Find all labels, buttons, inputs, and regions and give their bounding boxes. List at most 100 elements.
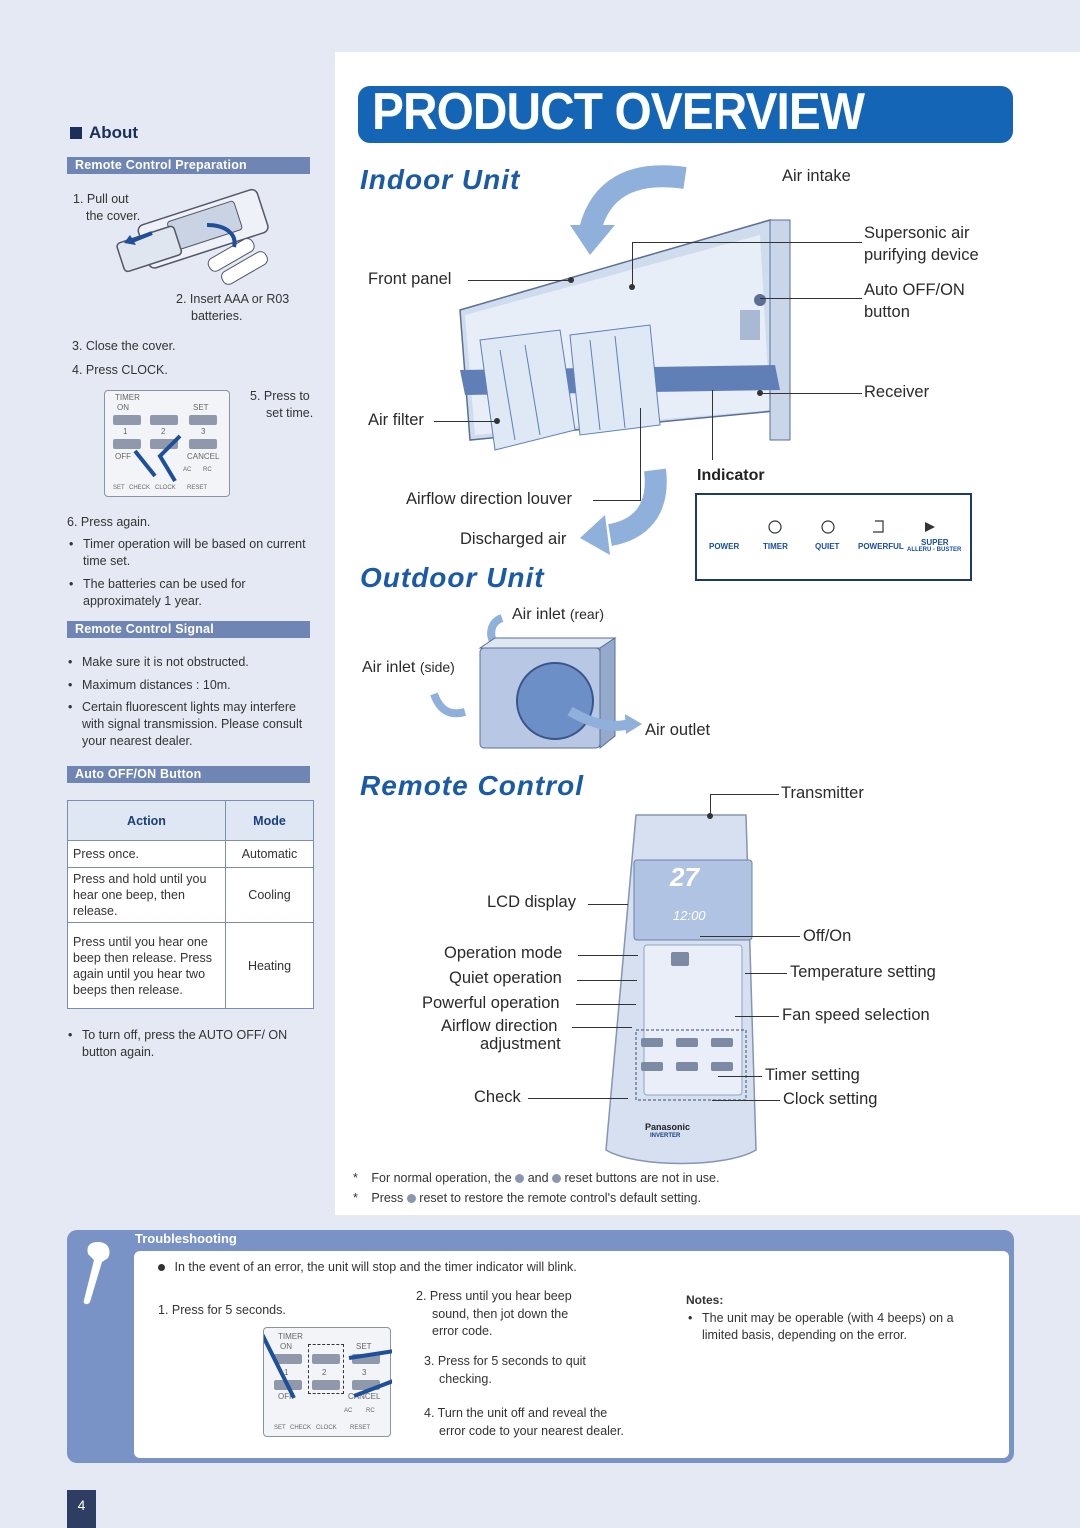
indicator-super: SUPER (921, 538, 949, 547)
remote-title: Remote Control (360, 770, 584, 801)
remote-keypad-illustration: TIMER ON SET 1 2 3 OFF CANCEL AC RC SET … (104, 390, 230, 497)
table-cell-action: Press once. (67, 840, 226, 868)
airflow-label: Airflow direction (441, 1017, 558, 1035)
prep-note2: The batteries can be used for approximat… (69, 576, 313, 610)
signal-note1: Make sure it is not obstructed. (68, 654, 312, 671)
signal-note3: Certain fluorescent lights may interfere… (68, 699, 314, 750)
powerful-label: Powerful operation (422, 994, 560, 1012)
transmitter-leader (710, 794, 711, 816)
trouble-step1: 1. Press for 5 seconds. (158, 1303, 286, 1317)
lcd-display-label: LCD display (487, 893, 576, 911)
indicator-panel (695, 493, 972, 581)
trouble-keypad-on: ON (280, 1342, 292, 1351)
keypad-on-label: ON (117, 403, 129, 412)
trouble-notes-heading: Notes: (686, 1293, 724, 1307)
trouble-keypad-set: SET (356, 1342, 372, 1351)
prep-step5a: 5. Press to (250, 389, 310, 403)
trouble-note: The unit may be operable (with 4 beeps) … (688, 1310, 992, 1344)
rc-button-icon (406, 1194, 416, 1204)
keypad-1: 1 (123, 427, 128, 436)
temp-leader (745, 973, 787, 974)
fan-speed-label: Fan speed selection (782, 1006, 930, 1024)
auto-button-label-2: button (864, 303, 910, 321)
auto-heading: Auto OFF/ON Button (67, 766, 310, 783)
table-cell-mode: Automatic (225, 840, 314, 868)
discharged-label: Discharged air (460, 530, 567, 548)
supersonic-label-2: purifying device (864, 246, 979, 264)
keypad-set-bottom: SET (113, 485, 125, 491)
signal-heading: Remote Control Signal (67, 621, 310, 638)
temperature-label: Temperature setting (790, 963, 936, 981)
trouble-keypad-clock: CLOCK (316, 1425, 337, 1431)
prep-note1: Timer operation will be based on current… (69, 536, 313, 570)
table-row: Press until you hear one beep then relea… (67, 922, 314, 1009)
lcd-leader (588, 904, 628, 905)
trouble-keypad-setb: SET (274, 1425, 286, 1431)
trouble-step4a: 4. Turn the unit off and reveal the (424, 1406, 608, 1420)
indoor-unit-illustration (459, 165, 791, 555)
note1a: For normal operation, the (371, 1171, 512, 1185)
prep-step3: 3. Close the cover. (72, 339, 176, 353)
keypad-cancel-label: CANCEL (187, 452, 220, 461)
keypad-button (189, 439, 217, 449)
remote-cover-illustration (116, 188, 269, 285)
auto-mode-table: Action Mode Press once. Automatic Press … (67, 800, 314, 1009)
about-marker-icon (70, 127, 82, 139)
indicator-icons (768, 520, 935, 534)
louver-leader (640, 408, 641, 501)
prep-step2a: 2. Insert AAA or R03 (176, 292, 290, 306)
page-number: 4 (67, 1490, 96, 1528)
trouble-keypad-timer: TIMER (278, 1332, 303, 1341)
transmitter-label: Transmitter (781, 784, 864, 802)
air-inlet-side-paren: (side) (419, 659, 455, 675)
outdoor-title: Outdoor Unit (360, 562, 545, 593)
table-cell-mode: Heating (225, 922, 314, 1009)
table-row: Press once. Automatic (67, 840, 314, 868)
receiver-label: Receiver (864, 383, 930, 401)
airflow-leader (572, 1027, 632, 1028)
clock-leader (712, 1100, 780, 1101)
trouble-keypad-ac: AC (344, 1408, 353, 1414)
offon-label: Off/On (803, 927, 852, 945)
indicator-label: Indicator (697, 467, 765, 484)
keypad-2: 2 (161, 427, 166, 436)
keypad-arrow-icon (133, 434, 182, 483)
note2b: reset to restore the remote control's de… (419, 1191, 701, 1205)
indicator-timer: TIMER (763, 542, 788, 551)
keypad-button (312, 1380, 340, 1390)
trouble-step3b: checking. (439, 1372, 492, 1386)
louver-leader (593, 500, 640, 501)
timer-setting-label: Timer setting (765, 1066, 860, 1084)
operation-mode-label: Operation mode (444, 944, 563, 962)
remote-brand: Panasonic (645, 1122, 691, 1132)
keypad-button (113, 439, 141, 449)
indicator-power: POWER (709, 542, 740, 551)
outdoor-unit-illustration (430, 614, 642, 750)
keypad-timer-label: TIMER (115, 393, 140, 402)
trouble-keypad-cancel: CANCEL (348, 1392, 381, 1401)
prep-step1b: the cover. (86, 209, 141, 223)
air-inlet-side-text: Air inlet (362, 659, 416, 676)
clock-setting-label: Clock setting (783, 1090, 878, 1108)
air-outlet-label: Air outlet (645, 721, 711, 739)
keypad-button (274, 1354, 302, 1364)
supersonic-leader (632, 242, 633, 287)
note1c: reset buttons are not in use. (564, 1171, 720, 1185)
trouble-step2b: sound, then jot down the (432, 1307, 569, 1321)
trouble-step2a: 2. Press until you hear beep (416, 1289, 572, 1303)
indicator-leader (712, 390, 713, 460)
remote-lcd-time: 12:00 (673, 908, 706, 923)
front-panel-leader (468, 280, 571, 281)
indicator-powerful: POWERFUL (858, 542, 904, 551)
offon-leader (700, 936, 800, 937)
note1b: and (527, 1171, 549, 1185)
table-cell-action: Press until you hear one beep then relea… (67, 922, 226, 1009)
trouble-keypad-1: 1 (284, 1368, 289, 1377)
louver-label: Airflow direction louver (406, 490, 572, 508)
check-label: Check (474, 1088, 521, 1106)
signal-note2: Maximum distances : 10m. (68, 677, 312, 694)
keypad-rc-label: RC (203, 467, 212, 473)
trouble-step3a: 3. Press for 5 seconds to quit (424, 1354, 586, 1368)
table-cell-action: Press and hold until you hear one beep, … (67, 867, 226, 923)
indoor-title: Indoor Unit (360, 164, 521, 195)
